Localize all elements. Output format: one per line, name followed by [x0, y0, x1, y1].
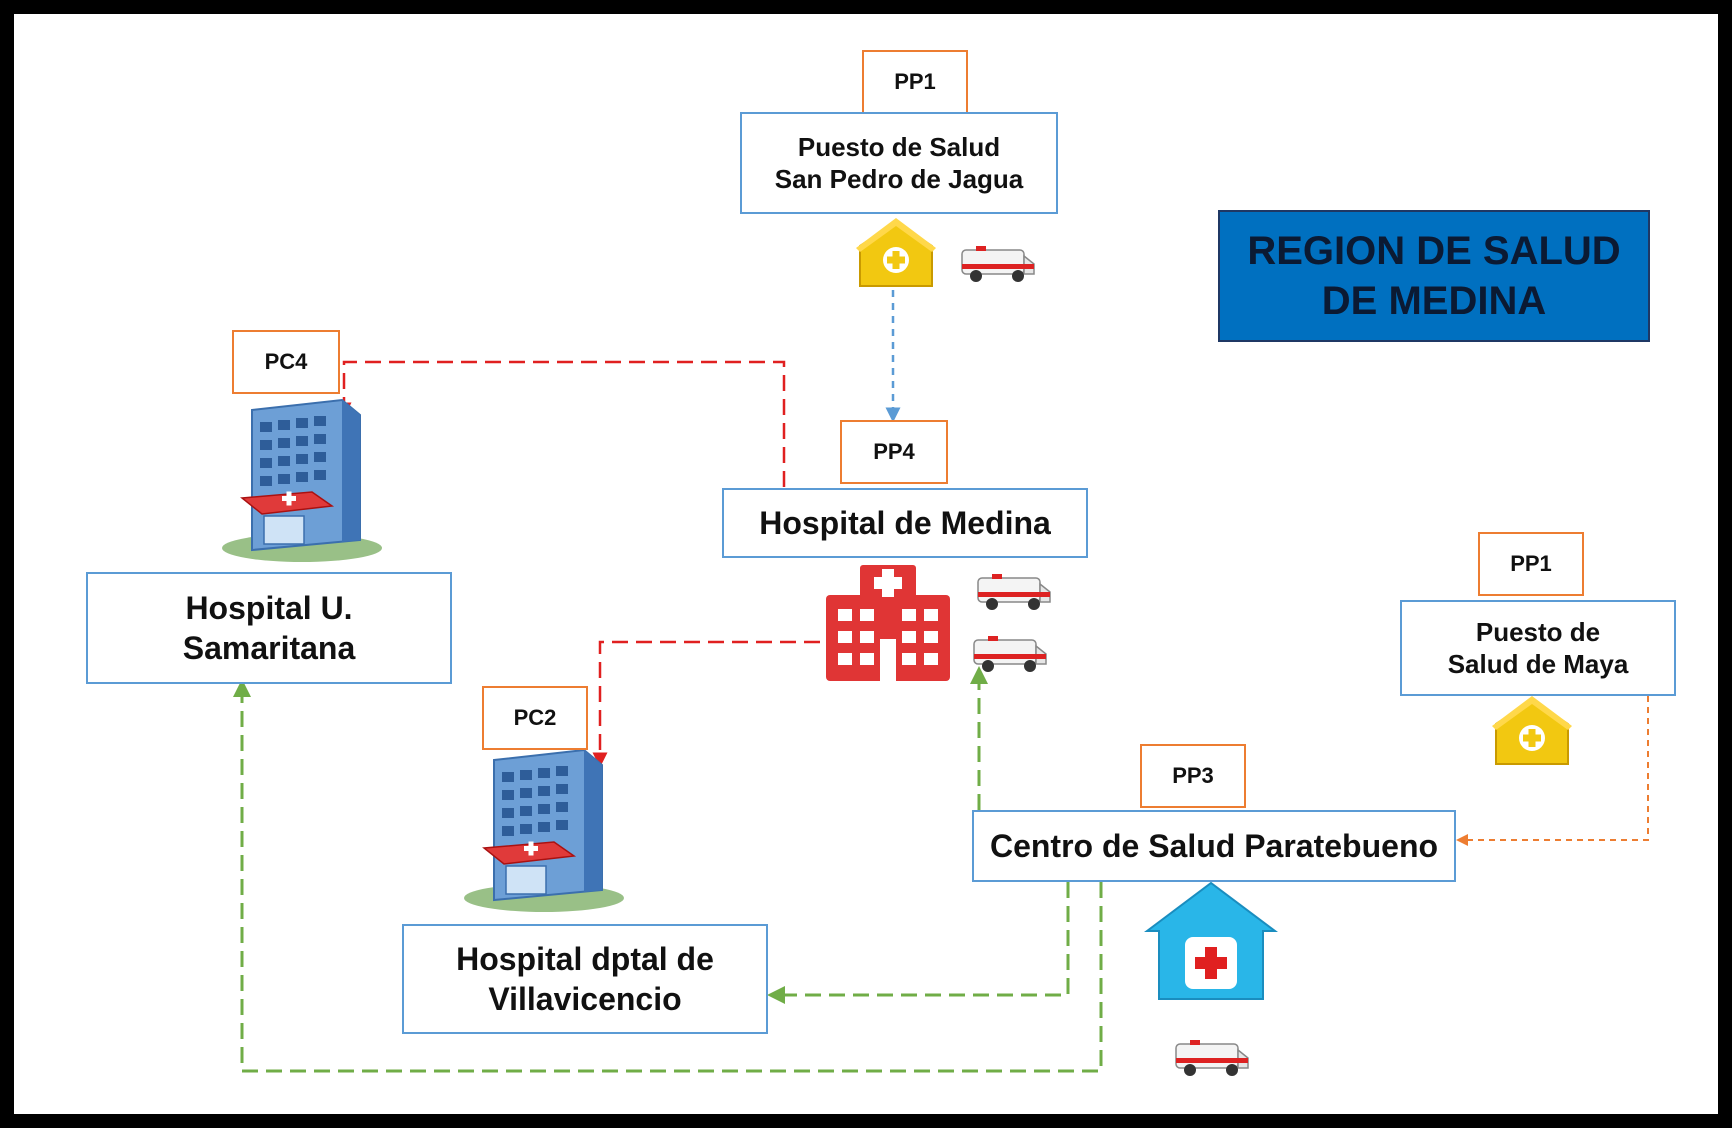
node-paratebueno: Centro de Salud Paratebueno — [972, 810, 1456, 882]
node-maya: Puesto de Salud de Maya — [1400, 600, 1676, 696]
node-code-villavicencio: PC2 — [482, 686, 588, 750]
node-code-samaritana: PC4 — [232, 330, 340, 394]
node-san-pedro: Puesto de Salud San Pedro de Jagua — [740, 112, 1058, 214]
hospital-building-icon — [464, 748, 624, 912]
node-code-paratebueno: PP3 — [1140, 744, 1246, 808]
ambulance-icon — [973, 636, 1047, 672]
node-samaritana: Hospital U. Samaritana — [86, 572, 452, 684]
arrow-paratebueno-to-samaritana — [233, 679, 1103, 1073]
region-title: REGION DE SALUD DE MEDINA — [1218, 210, 1650, 342]
health-post-icon — [1492, 696, 1572, 765]
node-villavicencio: Hospital dptal de Villavicencio — [402, 924, 768, 1034]
ambulance-icon — [1175, 1040, 1249, 1076]
arrow-medina-to-villavicencio — [592, 640, 820, 768]
hospital-cross-icon — [826, 565, 950, 681]
health-post-icon — [856, 218, 936, 287]
node-code-medina: PP4 — [840, 420, 948, 484]
hospital-building-icon — [222, 398, 382, 562]
node-code-san-pedro: PP1 — [862, 50, 968, 114]
node-code-maya: PP1 — [1478, 532, 1584, 596]
arrow-medina-to-samaritana — [336, 360, 786, 487]
arrow-maya-to-paratebueno — [1456, 696, 1649, 846]
arrow-paratebueno-to-villavicencio — [767, 882, 1070, 1004]
health-center-icon — [1144, 881, 1278, 1000]
ambulance-icon — [977, 574, 1051, 610]
node-medina: Hospital de Medina — [722, 488, 1088, 558]
ambulance-icon — [961, 246, 1035, 282]
